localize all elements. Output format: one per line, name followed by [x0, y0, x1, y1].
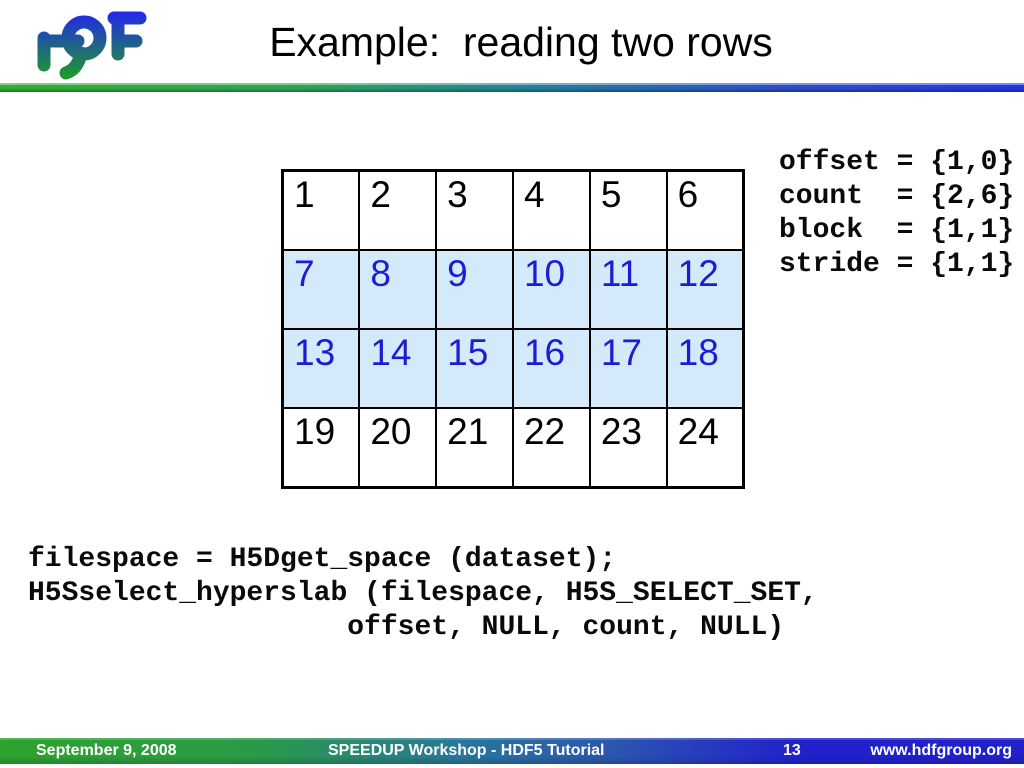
grid-cell: 21	[435, 407, 514, 489]
grid-cell: 9	[435, 249, 514, 330]
grid-cell: 10	[511, 249, 591, 330]
grid-cell: 14	[358, 328, 438, 409]
hyperslab-params-code: offset = {1,0} count = {2,6} block = {1,…	[779, 147, 1015, 280]
grid-cell: 5	[588, 169, 668, 251]
footer-workshop-title: SPEEDUP Workshop - HDF5 Tutorial	[328, 742, 605, 759]
grid-cell: 17	[588, 328, 668, 409]
grid-cell: 4	[511, 169, 591, 251]
grid-cell: 11	[588, 249, 668, 330]
grid-cell: 22	[511, 407, 591, 489]
grid-cell: 6	[665, 169, 745, 251]
grid-cell: 1	[281, 169, 361, 251]
footer-page-number: 13	[783, 742, 801, 759]
grid-cell: 7	[281, 249, 361, 330]
grid-cell: 12	[665, 249, 745, 330]
footer-website-link[interactable]: www.hdfgroup.org	[870, 742, 1012, 759]
footer-date: September 9, 2008	[36, 742, 177, 759]
grid-cell: 8	[358, 249, 438, 330]
api-call-code: filespace = H5Dget_space (dataset); H5Ss…	[28, 544, 818, 643]
grid-cell: 13	[281, 328, 361, 409]
logo-d-tail	[59, 46, 88, 80]
hdf-logo-icon	[37, 11, 147, 80]
header-divider	[0, 83, 1024, 92]
grid-cell: 16	[511, 328, 591, 409]
grid-cell: 23	[588, 407, 668, 489]
grid-cell: 24	[665, 407, 745, 489]
grid-cell: 2	[358, 169, 438, 251]
grid-cell: 18	[665, 328, 745, 409]
grid-cell: 19	[281, 407, 361, 489]
grid-cell: 15	[435, 328, 514, 409]
slide-title: Example: reading two rows	[269, 19, 773, 65]
footer-bar: September 9, 2008 SPEEDUP Workshop - HDF…	[0, 738, 1024, 764]
grid-cell: 20	[358, 407, 438, 489]
grid-cell: 3	[435, 169, 514, 251]
